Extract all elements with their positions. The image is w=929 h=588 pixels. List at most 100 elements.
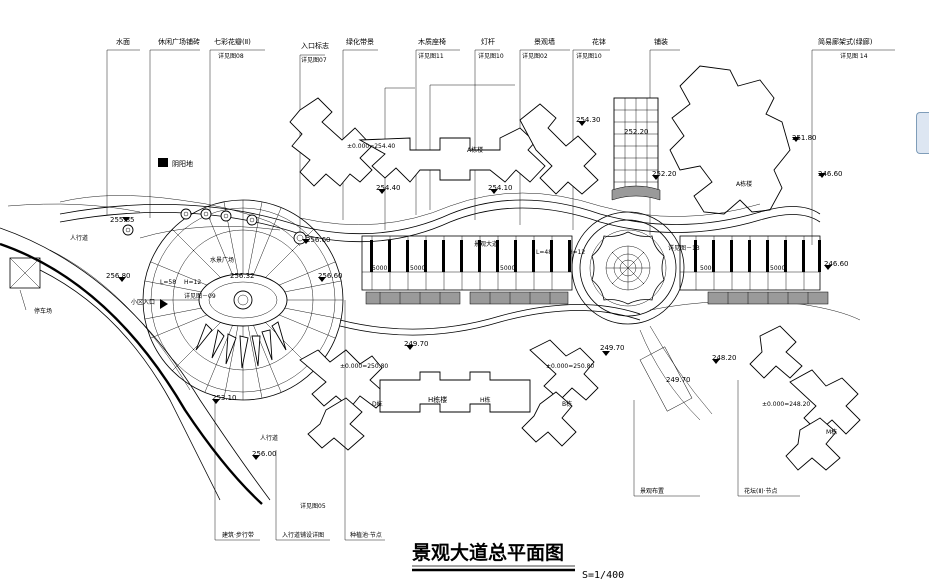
label-pool-height: H=12 xyxy=(568,249,585,256)
label-building-h: H栋楼 xyxy=(428,395,447,404)
building-east-wing xyxy=(519,103,599,195)
label-tower-b: B栋 xyxy=(562,400,572,408)
callout-pergola: 简易廊架式(绿廊) xyxy=(818,37,873,46)
elevation-markers: 255.85 256.80 256.60 256.60 256.32 254.4… xyxy=(106,116,849,460)
label-sidewalk: 人行道 xyxy=(260,434,278,442)
label-building-a2: A栋楼 xyxy=(736,180,752,188)
elev-label: 256.00 xyxy=(252,450,277,458)
elev-label: 246.60 xyxy=(824,260,849,268)
elev-label: 252.20 xyxy=(652,170,677,178)
elev-label: 256.32 xyxy=(230,272,255,280)
elev-label: 249.70 xyxy=(404,340,429,348)
elev-label: 254.30 xyxy=(576,116,601,124)
pergola-bridge xyxy=(611,185,661,201)
callout-bottom-3: 种植池·节点 xyxy=(350,531,382,539)
place-labels: 阴阳地 水景广场 小区入口 人行道 停车场 人行道 A栋楼 A栋楼 H栋楼 H栋… xyxy=(34,146,837,510)
elev-label: 254.10 xyxy=(488,184,513,192)
elev-label: 249.70 xyxy=(666,376,691,384)
elev-label: 251.80 xyxy=(792,134,817,142)
label-ref-05: 详见图05 xyxy=(300,502,326,510)
water-plaza-round xyxy=(571,211,685,325)
bottom-callout-leaders xyxy=(214,300,800,541)
callout-feature-wall: 景观墙 xyxy=(534,37,555,46)
elev-label: 255.85 xyxy=(110,216,135,224)
elev-label: 246.60 xyxy=(818,170,843,178)
building-h-right xyxy=(529,339,599,401)
callout-flower-petal-ref: 详见图08 xyxy=(218,52,244,60)
elev-label: 254.40 xyxy=(376,184,401,192)
top-callout-leaders xyxy=(106,49,895,245)
callout-paving: 铺装 xyxy=(654,37,668,46)
building-west-wing xyxy=(289,97,373,187)
level-label: ±0.000=250.80 xyxy=(340,363,388,370)
level-label: ±0.000=250.80 xyxy=(546,363,594,370)
label-rest-area: 阴阳地 xyxy=(172,159,193,168)
callout-feature-wall-ref: 详见图02 xyxy=(522,52,548,60)
building-a-cluster xyxy=(669,65,791,215)
building-central xyxy=(358,127,546,183)
bay-dimension-2: 5000 xyxy=(410,265,425,272)
label-boulevard: 景观大道 xyxy=(474,240,498,248)
upper-buildings xyxy=(289,65,791,215)
callout-planter: 花钵 xyxy=(592,37,606,46)
level-label: ±0.000=248.20 xyxy=(762,401,810,408)
elev-label: 256.80 xyxy=(106,272,131,280)
radial-plaza xyxy=(139,199,344,401)
callout-bottom-1: 建筑·步行带 xyxy=(222,531,254,539)
lower-buildings xyxy=(299,325,861,471)
label-parking: 停车场 xyxy=(34,307,52,315)
callout-bottom-2: 入行道铺设详图 xyxy=(282,531,324,539)
label-building-a1: A栋楼 xyxy=(467,146,483,154)
elev-label: 252.20 xyxy=(624,128,649,136)
label-plaza-length: L=58 xyxy=(160,279,176,286)
callout-bottom-4: 景观布置 xyxy=(640,487,664,495)
drawing-scale: S=1/400 xyxy=(582,570,624,581)
tower-east-c xyxy=(785,417,841,471)
elev-label: 256.60 xyxy=(306,236,331,244)
drawing-title: 景观大道总平面图 xyxy=(412,541,564,564)
tower-east-a xyxy=(749,325,803,379)
boulevard-colonnade: 5000 5000 5000 5000 5000 xyxy=(361,235,829,305)
callout-wood-bench-ref: 详见图11 xyxy=(418,52,444,60)
callout-bottom-5: 花坛(Ⅱ)·节点 xyxy=(744,487,778,495)
bay-dimension-3: 5000 xyxy=(500,265,515,272)
bay-dimension-5: 5000 xyxy=(770,265,785,272)
label-pool-length: L=48 xyxy=(536,249,552,256)
elev-label: 256.60 xyxy=(318,272,343,280)
label-plaza: 水景广场 xyxy=(210,256,234,264)
callout-wood-bench: 木质座椅 xyxy=(418,37,446,46)
elev-label: 249.70 xyxy=(600,344,625,352)
tower-east-b xyxy=(789,369,861,435)
callout-flower-petal: 七彩花瓣(Ⅱ) xyxy=(214,37,251,46)
pergola-grid xyxy=(614,98,658,194)
callout-green-belt: 绿化带景 xyxy=(346,37,374,46)
label-ref-13: 详见图－13 xyxy=(668,244,700,252)
label-tower-d: D栋 xyxy=(372,400,383,408)
elev-label: 253.10 xyxy=(212,394,237,402)
label-ref-09: 详见图－09 xyxy=(184,292,216,300)
label-building-h2: H栋 xyxy=(480,396,491,404)
bottom-callout-labels: 建筑·步行带 入行道铺设详图 种植池·节点 景观布置 花坛(Ⅱ)·节点 xyxy=(222,487,778,539)
west-road xyxy=(0,227,271,505)
building-level-labels: ±0.000=254.40 ±0.000=250.80 ±0.000=250.8… xyxy=(340,143,810,408)
label-plaza-width: H=12 xyxy=(184,279,201,286)
callout-water: 水面 xyxy=(116,37,130,46)
callout-entrance-sign: 入口标志 xyxy=(301,41,329,50)
building-h-center xyxy=(379,371,531,413)
elev-label: 248.20 xyxy=(712,354,737,362)
callout-plaza-paving: 休闲广场铺砖 xyxy=(158,37,200,46)
bay-dimension-4: 5000 xyxy=(700,265,715,272)
building-h-right-arm xyxy=(521,391,577,447)
label-tower-m: M栋 xyxy=(826,428,837,436)
label-entrance: 小区入口 xyxy=(131,298,155,306)
level-label: ±0.000=254.40 xyxy=(347,143,395,150)
side-panel-tab[interactable] xyxy=(916,112,929,154)
west-planters xyxy=(122,208,307,245)
label-road: 人行道 xyxy=(70,234,88,242)
callout-pergola-ref: 详见图 14 xyxy=(840,52,868,60)
bay-dimension: 5000 xyxy=(372,265,387,272)
callout-labels: 水面 休闲广场铺砖 七彩花瓣(Ⅱ) 详见图08 入口标志 详见图07 绿化带景 … xyxy=(116,37,873,64)
callout-planter-ref: 详见图10 xyxy=(576,52,602,60)
callout-entrance-sign-ref: 详见图07 xyxy=(301,56,327,64)
